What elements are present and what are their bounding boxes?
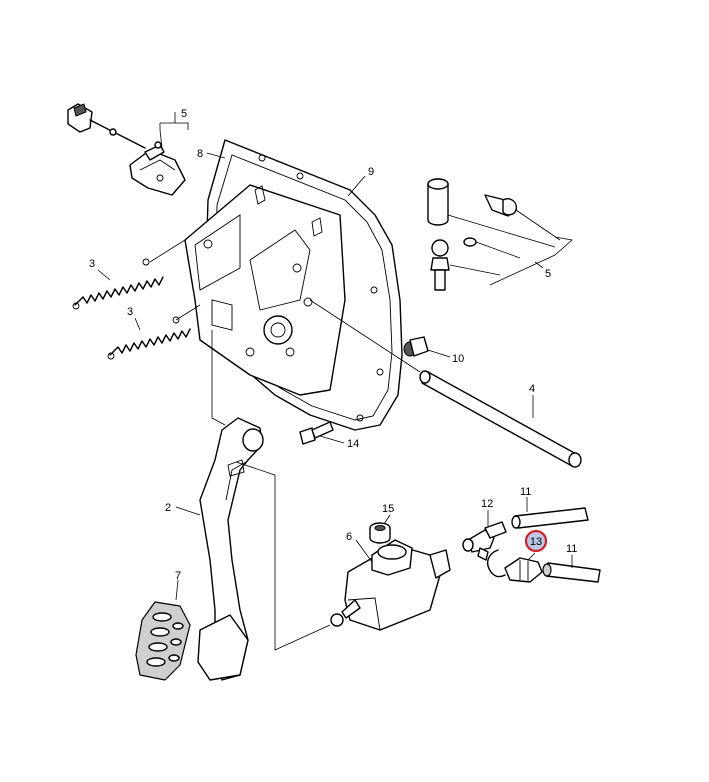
pedal-bolt xyxy=(299,421,334,445)
callout-2[interactable]: 2 xyxy=(165,502,171,514)
washer xyxy=(463,237,477,247)
callout-15[interactable]: 15 xyxy=(382,503,394,515)
socket-bolt xyxy=(484,194,517,217)
callout-8[interactable]: 8 xyxy=(197,148,203,160)
callout-11-upper[interactable]: 11 xyxy=(520,486,531,498)
callout-5-top[interactable]: 5 xyxy=(181,108,187,120)
callout-13[interactable]: 13 xyxy=(530,536,542,548)
pedal-pad xyxy=(135,601,191,681)
callout-9[interactable]: 9 xyxy=(368,166,374,178)
return-spring-upper xyxy=(72,258,164,310)
callout-7[interactable]: 7 xyxy=(175,570,181,582)
callout-14[interactable]: 14 xyxy=(347,438,359,450)
callout-6[interactable]: 6 xyxy=(346,531,352,543)
pivot-shaft xyxy=(419,370,582,468)
master-cylinder xyxy=(330,539,451,631)
highlight-ring xyxy=(524,529,548,553)
ball-stud xyxy=(430,239,450,291)
hose-upper xyxy=(511,507,589,529)
leader-lines xyxy=(97,112,573,651)
callout-12[interactable]: 12 xyxy=(481,498,493,510)
hose-connector xyxy=(462,521,507,561)
switch-with-harness xyxy=(67,103,186,196)
callout-4[interactable]: 4 xyxy=(529,383,535,395)
clutch-sensor-fitting xyxy=(486,549,543,583)
callout-10[interactable]: 10 xyxy=(452,353,464,365)
clutch-pedal xyxy=(197,417,264,681)
bush xyxy=(403,336,429,357)
reservoir-cap xyxy=(369,522,391,544)
callout-3-upper[interactable]: 3 xyxy=(89,258,95,270)
callout-labels: 2 3 3 4 5 5 6 7 8 9 10 11 11 12 14 15 13 xyxy=(89,108,577,582)
spacer-sleeve xyxy=(427,178,449,226)
callout-3-lower[interactable]: 3 xyxy=(127,306,133,318)
callout-13-highlighted[interactable]: 13 xyxy=(524,529,548,553)
pedal-bracket xyxy=(184,184,346,396)
callout-5-right[interactable]: 5 xyxy=(545,268,551,280)
hose-lower xyxy=(542,562,601,583)
return-spring-lower xyxy=(107,316,191,360)
callout-11-lower[interactable]: 11 xyxy=(566,543,577,555)
